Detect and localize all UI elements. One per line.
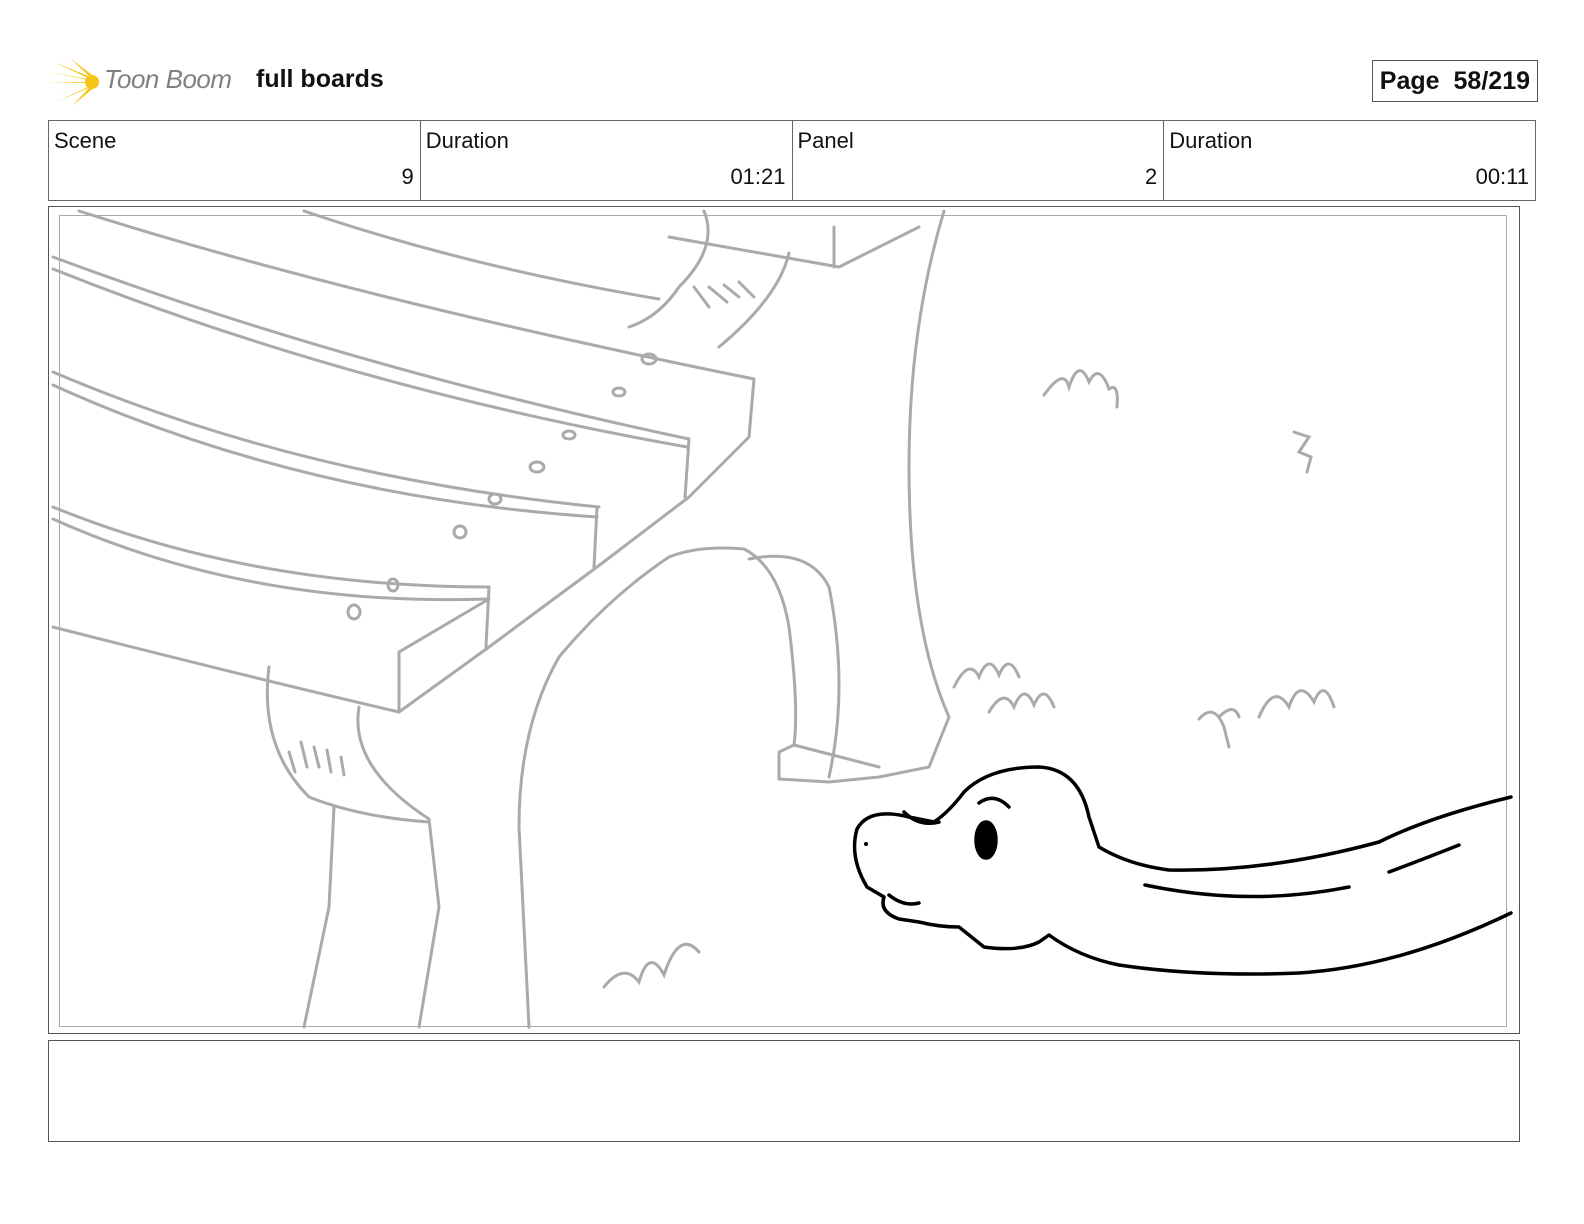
scene-cell: Scene 9 — [49, 121, 421, 200]
panel-label: Panel — [797, 128, 854, 153]
page-number: 58/219 — [1453, 66, 1530, 95]
toon-boom-logo: Toon Boom — [48, 56, 238, 108]
scene-duration-value: 01:21 — [730, 164, 786, 189]
grass-tufts — [602, 369, 1336, 989]
storyboard-header: Toon Boom full boards Page 58/219 — [48, 56, 1538, 108]
page-indicator: Page 58/219 — [1371, 60, 1538, 102]
scene-info-table: Scene 9 Duration 01:21 Panel 2 Duration … — [48, 120, 1536, 201]
page-label: Page — [1379, 66, 1440, 95]
bench-sketch — [51, 209, 951, 1029]
scene-value: 9 — [401, 164, 414, 189]
panel-duration-label: Duration — [1169, 128, 1253, 153]
panel-value: 2 — [1145, 164, 1158, 189]
starburst-logo-icon — [48, 58, 99, 106]
logo-wordmark: Toon Boom — [104, 64, 232, 94]
storyboard-panel — [48, 206, 1520, 1034]
panel-notes — [48, 1040, 1520, 1142]
panel-duration-value: 00:11 — [1475, 164, 1529, 189]
panel-duration-cell: Duration 00:11 — [1164, 121, 1535, 200]
document-title: full boards — [256, 65, 384, 93]
panel-sketch — [51, 209, 1513, 1029]
scene-duration-cell: Duration 01:21 — [421, 121, 793, 200]
scene-duration-label: Duration — [425, 128, 509, 153]
panel-cell: Panel 2 — [793, 121, 1165, 200]
snake-character — [852, 765, 1513, 976]
panel-safe-area — [59, 215, 1507, 1027]
scene-label: Scene — [54, 128, 117, 153]
